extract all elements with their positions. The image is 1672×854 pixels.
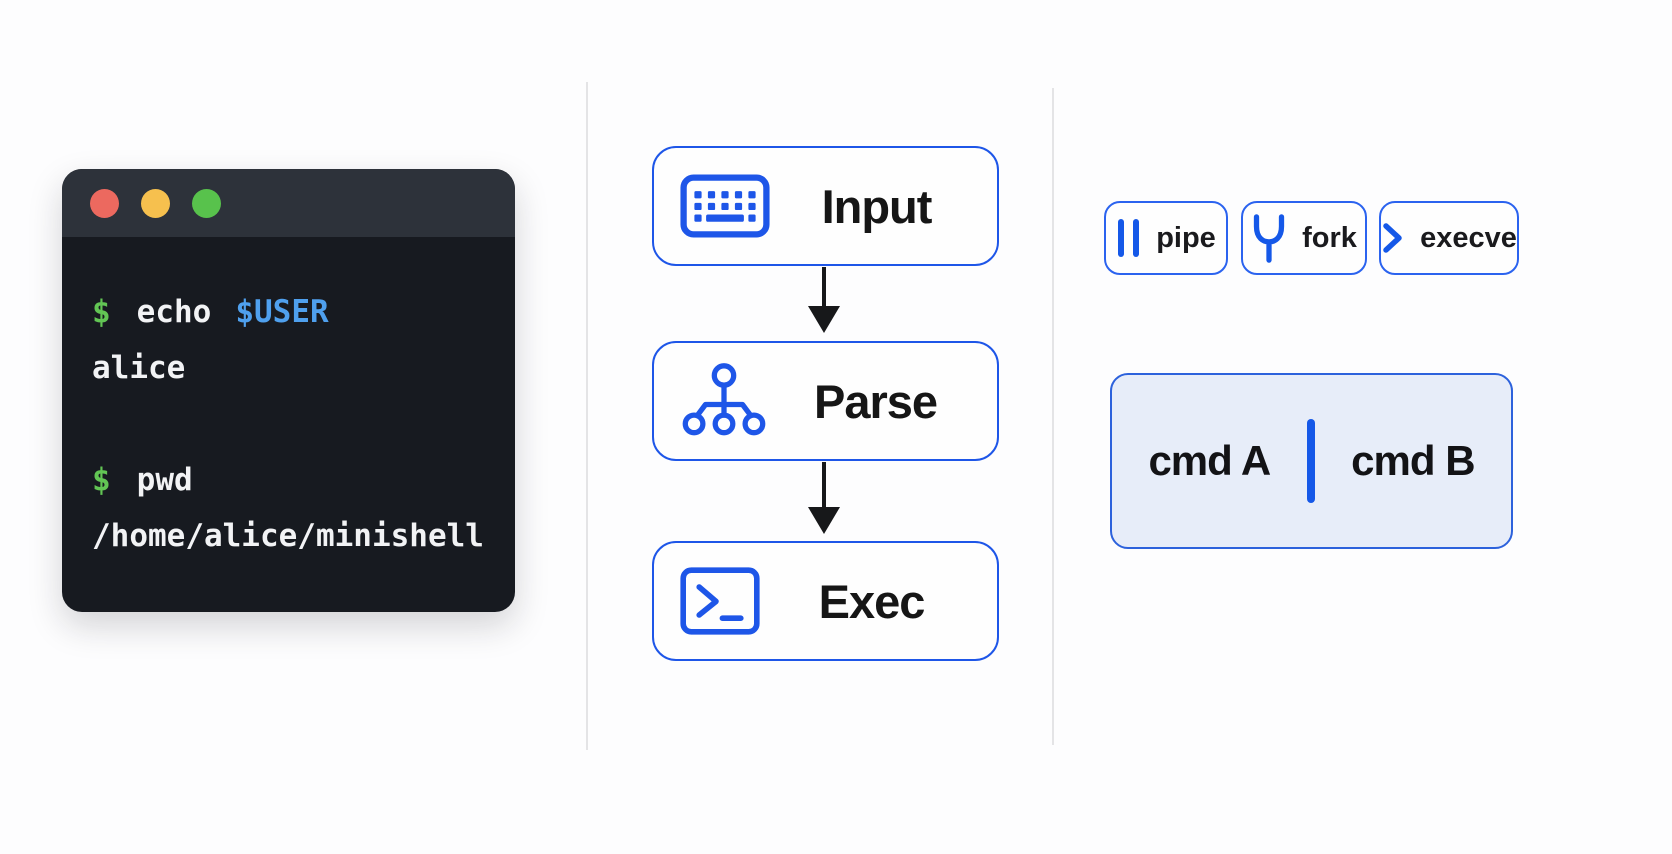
terminal-window: $ echo $USER alice $ pwd /home/alice/minish… [62, 169, 515, 612]
badge-label: pipe [1156, 221, 1216, 254]
parse-tree-icon [680, 362, 768, 440]
prompt-symbol: $ [92, 294, 111, 330]
badge-execve: execve [1379, 201, 1519, 275]
terminal-titlebar [62, 169, 515, 237]
pipeline-left-command: cmd A [1148, 437, 1271, 484]
zoom-button[interactable] [192, 188, 221, 218]
pipe-bars-icon [1116, 218, 1141, 258]
flow-step-parse: Parse [652, 341, 999, 461]
command-text: pwd [136, 462, 193, 498]
minimize-button[interactable] [141, 188, 170, 218]
flow-step-label: Parse [813, 374, 938, 428]
variable-text: $USER [235, 294, 329, 330]
pipeline-right-command: cmd B [1351, 437, 1475, 484]
panel-divider-left [586, 82, 588, 750]
prompt-symbol: $ [92, 462, 111, 498]
panel-divider-right [1052, 88, 1054, 745]
flow-step-label: Exec [818, 574, 926, 628]
terminal-line-output: /home/alice/minishell [92, 518, 484, 554]
close-button[interactable] [90, 188, 119, 218]
flow-step-input: Input [652, 146, 999, 266]
terminal-prompt-icon [680, 567, 760, 635]
keyboard-icon [680, 174, 770, 238]
badge-pipe: pipe [1104, 201, 1228, 275]
fork-icon [1251, 213, 1287, 263]
badge-label: fork [1302, 221, 1357, 254]
terminal-line-command: $ echo $USER [92, 284, 501, 340]
terminal-line-output: alice [92, 350, 186, 386]
terminal-line-command: $ pwd [92, 452, 501, 508]
badge-label: execve [1420, 221, 1517, 254]
flow-step-label: Input [821, 179, 933, 233]
terminal-content: $ echo $USER alice $ pwd /home/alice/minish… [62, 237, 515, 564]
flow-arrow-down [806, 267, 842, 333]
terminal-line-blank [92, 396, 501, 452]
pipeline-example-box: cmd A cmd B [1110, 373, 1513, 549]
command-text: echo [136, 294, 212, 330]
flow-arrow-down [806, 462, 842, 534]
pipe-separator-bar [1306, 419, 1315, 503]
badge-fork: fork [1241, 201, 1367, 275]
flow-step-exec: Exec [652, 541, 999, 661]
chevron-right-icon [1381, 221, 1405, 255]
